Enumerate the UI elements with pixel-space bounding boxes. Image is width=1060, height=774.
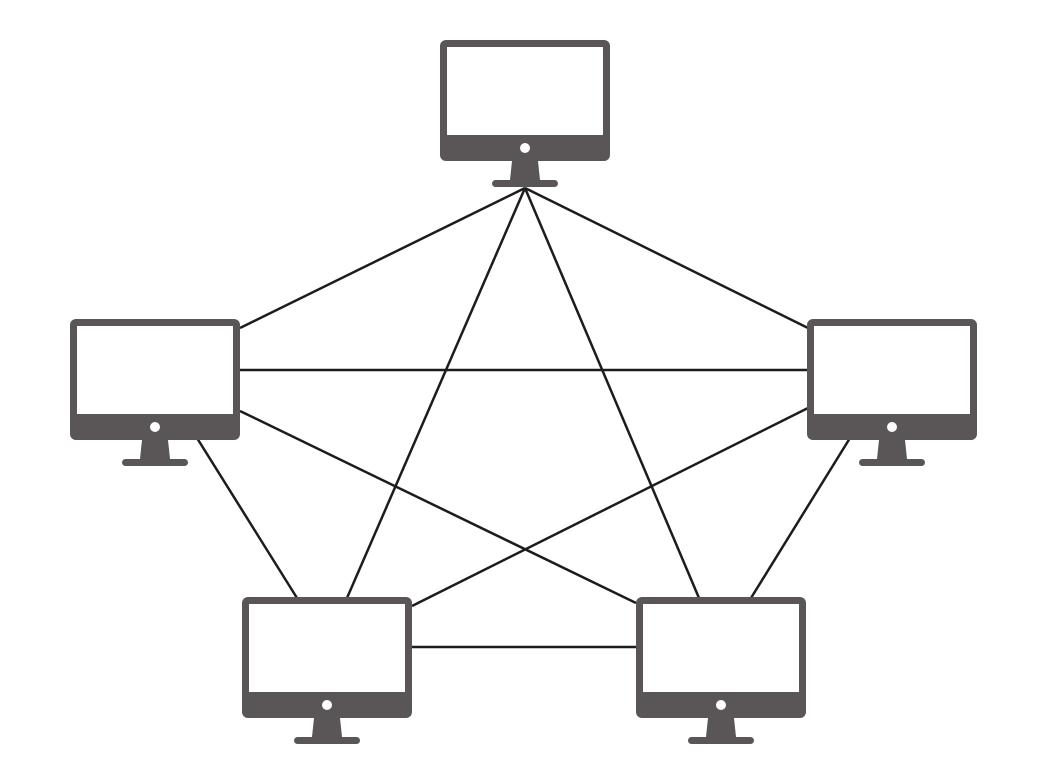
computer-nodes xyxy=(70,40,977,744)
power-button-icon xyxy=(520,143,530,153)
link-top-to-bottom-left xyxy=(345,187,527,599)
monitor-stand-base xyxy=(122,459,188,466)
monitor-stand-base xyxy=(688,737,754,744)
monitor-stand-neck xyxy=(312,718,342,737)
monitor-stand-neck xyxy=(140,440,170,459)
link-top-to-right xyxy=(524,186,809,330)
link-top-to-bottom-right xyxy=(523,187,701,599)
power-button-icon xyxy=(716,700,726,710)
monitor-stand-base xyxy=(492,180,558,187)
monitor-screen xyxy=(249,604,405,692)
monitor-stand-base xyxy=(294,737,360,744)
link-right-to-bottom-left xyxy=(411,406,809,608)
desktop-monitor-icon xyxy=(70,319,240,466)
link-top-to-left xyxy=(239,186,526,330)
desktop-monitor-icon xyxy=(636,597,806,744)
power-button-icon xyxy=(150,422,160,432)
desktop-monitor-icon xyxy=(242,597,412,744)
monitor-stand-neck xyxy=(706,718,736,737)
monitor-screen xyxy=(77,326,233,414)
monitor-screen xyxy=(643,604,799,692)
monitor-stand-neck xyxy=(877,440,907,459)
link-left-to-bottom-left xyxy=(195,437,299,599)
power-button-icon xyxy=(322,700,332,710)
desktop-monitor-icon xyxy=(440,40,610,187)
link-right-to-bottom-right xyxy=(749,437,852,599)
power-button-icon xyxy=(887,422,897,432)
monitor-stand-neck xyxy=(510,161,540,180)
monitor-stand-base xyxy=(859,459,925,466)
link-left-to-bottom-right xyxy=(239,409,637,605)
connection-links xyxy=(195,186,852,649)
desktop-monitor-icon xyxy=(807,319,977,466)
monitor-screen xyxy=(814,326,970,414)
monitor-screen xyxy=(447,47,603,135)
